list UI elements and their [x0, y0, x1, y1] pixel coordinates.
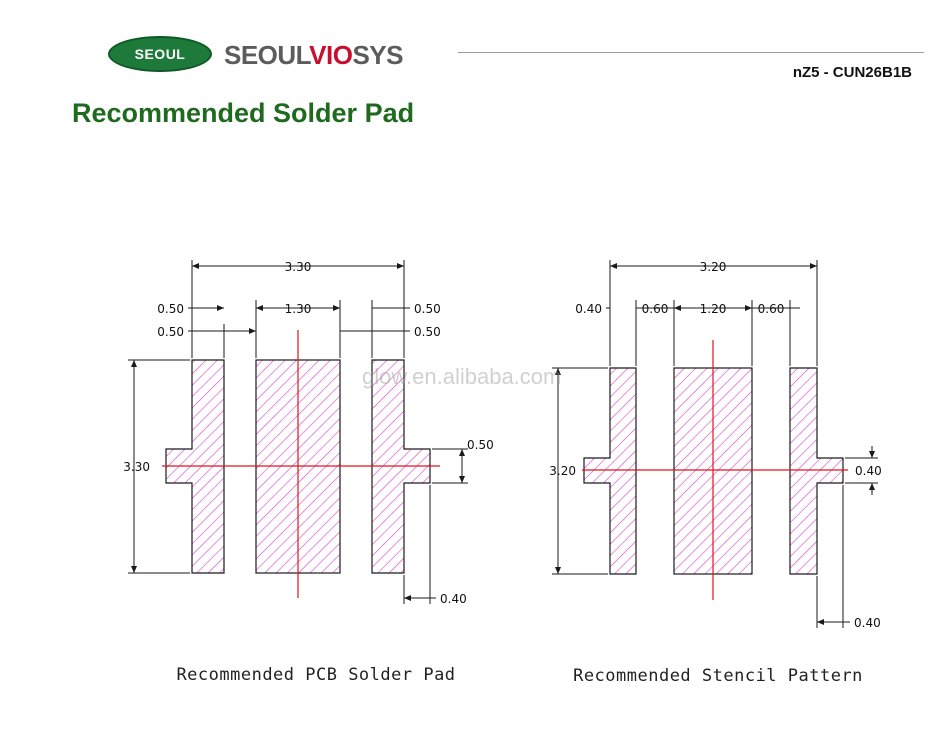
page-title: Recommended Solder Pad: [72, 98, 415, 128]
pcb-dim-center-width: 1.30: [285, 302, 312, 316]
stencil-dim-tab-height: 0.40: [855, 464, 882, 478]
pcb-dim-height: 3.30: [123, 460, 150, 474]
logo-badge: SEOUL: [108, 36, 212, 72]
stencil-pattern-drawing: 3.20 1.20 0.40 0.60 0.60 3.20 0.40 0.40 …: [549, 260, 882, 686]
stencil-left-pad: [583, 367, 637, 575]
stencil-dim-overall-width: 3.20: [700, 260, 727, 274]
stencil-caption: Recommended Stencil Pattern: [573, 666, 863, 686]
pcb-dim-tab-height: 0.50: [467, 438, 494, 452]
pcb-dim-right-gap: 0.50: [414, 325, 441, 339]
pcb-dim-tab-width: 0.40: [440, 592, 467, 606]
stencil-dim-center-width: 1.20: [700, 302, 727, 316]
brand-accent: VIO: [309, 40, 353, 70]
brand-suffix: SYS: [352, 40, 403, 70]
header-divider: [458, 52, 924, 53]
logo-badge-text: SEOUL: [134, 46, 186, 62]
pcb-dim-left-gap: 0.50: [157, 325, 184, 339]
stencil-dim-right-gap: 0.60: [758, 302, 785, 316]
pcb-dim-left-pad-width: 0.50: [157, 302, 184, 316]
stencil-dim-left-pad-width: 0.40: [575, 302, 602, 316]
stencil-right-pad: [789, 367, 844, 575]
model-number: nZ5 - CUN26B1B: [792, 64, 912, 81]
pcb-caption: Recommended PCB Solder Pad: [176, 665, 455, 685]
stencil-dim-height: 3.20: [549, 464, 576, 478]
watermark: glow.en.alibaba.com: [362, 364, 562, 389]
pcb-dim-overall-width: 3.30: [285, 260, 312, 274]
company-logo: SEOUL SEOULVIOSYS: [108, 34, 438, 78]
brand-prefix: SEOUL: [224, 40, 310, 70]
brand-name: SEOULVIOSYS: [224, 40, 403, 71]
stencil-dim-left-gap: 0.60: [642, 302, 669, 316]
stencil-dim-tab-width: 0.40: [854, 616, 881, 630]
pcb-dim-right-pad-width: 0.50: [414, 302, 441, 316]
pcb-solder-pad-drawing: 3.30 1.30 0.50 0.50 0.50 0.50 3.30 0.50 …: [123, 260, 494, 685]
